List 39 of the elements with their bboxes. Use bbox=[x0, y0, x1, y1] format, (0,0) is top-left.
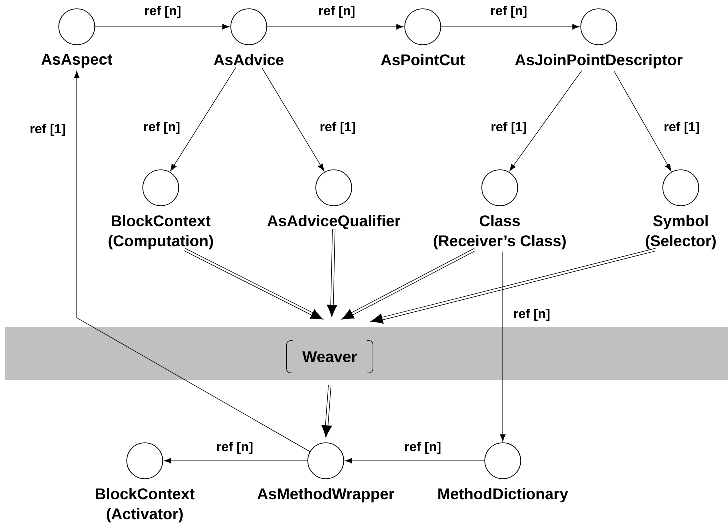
arrow bbox=[345, 458, 485, 464]
edge-label: ref [n] bbox=[490, 4, 528, 20]
bracket-box: Weaver bbox=[286, 340, 374, 374]
arrow bbox=[322, 385, 332, 438]
class-name: AsMethodWrapper bbox=[258, 488, 395, 503]
class-name: AsJoinPointDescriptor bbox=[515, 54, 683, 69]
arrow bbox=[327, 230, 338, 318]
class-name: AsAspect bbox=[42, 54, 113, 68]
class-name: Class (Receiver’s Class) bbox=[434, 215, 566, 250]
edge-label: ref [n] bbox=[142, 120, 182, 136]
arrow bbox=[262, 68, 324, 172]
edge-label: ref [n] bbox=[216, 440, 254, 456]
arrow bbox=[74, 71, 310, 452]
arrow bbox=[170, 68, 236, 172]
arrow bbox=[370, 248, 656, 324]
arrow bbox=[510, 70, 582, 172]
arrow bbox=[95, 24, 230, 30]
class-name: AsPointCut bbox=[381, 54, 465, 66]
class-name: MethodDictionary bbox=[438, 488, 568, 503]
edge-label: ref [1] bbox=[28, 122, 68, 138]
arrow bbox=[164, 458, 308, 464]
arrow bbox=[441, 24, 580, 30]
edge-label: ref [1] bbox=[662, 120, 702, 136]
class-name: Symbol (Selector) bbox=[646, 215, 716, 250]
arrow bbox=[184, 248, 324, 320]
edge-label: ref [n] bbox=[144, 4, 182, 20]
class-name: BlockContext (Activator) bbox=[96, 488, 195, 523]
class-name: BlockContext (Computation) bbox=[108, 215, 214, 250]
class-name: AsAdviceQualifier bbox=[268, 215, 401, 230]
edge-label: ref [n] bbox=[404, 440, 442, 456]
arrow bbox=[342, 248, 476, 320]
edge-label: ref [1] bbox=[490, 120, 528, 136]
edge-label: ref [n] bbox=[318, 4, 356, 20]
arrow bbox=[267, 24, 404, 30]
arrow bbox=[500, 252, 506, 442]
edge-label: ref [n] bbox=[512, 308, 552, 322]
class-name: AsAdvice bbox=[214, 54, 284, 66]
edge-label: ref [1] bbox=[318, 120, 358, 136]
arrow bbox=[614, 70, 672, 172]
